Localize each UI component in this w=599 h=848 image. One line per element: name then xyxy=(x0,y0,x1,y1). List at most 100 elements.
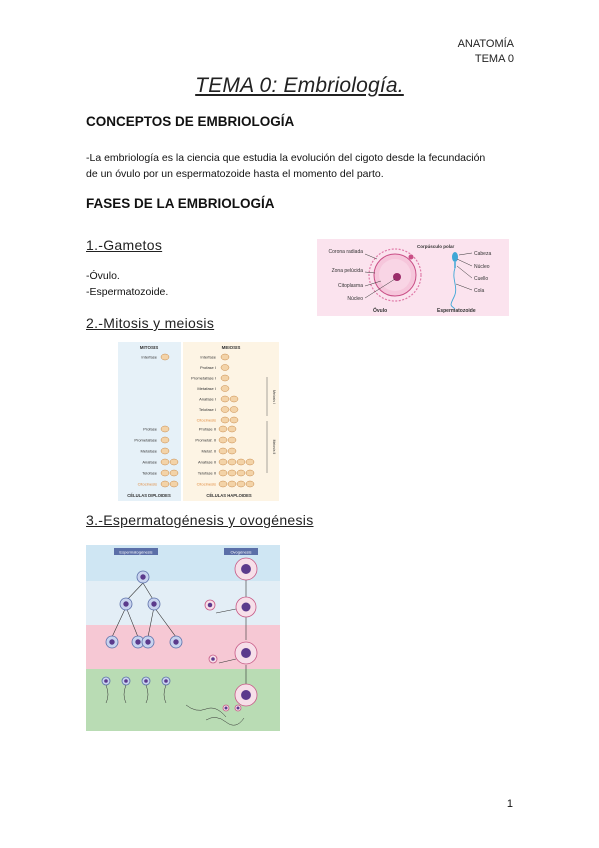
header-topic: TEMA 0 xyxy=(474,53,514,65)
paragraph-line-2: de un óvulo por un espermatozoide hasta … xyxy=(86,168,384,180)
meiosis-2-cell-3-3 xyxy=(245,458,255,466)
header-subject: ANATOMÍA xyxy=(457,38,514,50)
subheading-gametos: 1.-Gametos xyxy=(86,237,163,253)
meiosis-2-cell-0-0 xyxy=(218,425,228,433)
ovum-label-nucleo: Núcleo xyxy=(347,296,363,302)
mitosis-bottom-cell-3-1 xyxy=(169,458,179,466)
mitosis-bottom-cell-1-0 xyxy=(160,436,170,444)
mitosis-top-label-0: Interfase xyxy=(141,355,157,360)
meiosis-2-cell-5-0 xyxy=(218,480,228,488)
gamete-nucleus-7 xyxy=(104,679,108,683)
gamete-nucleus-5 xyxy=(145,639,151,645)
mitosis-bottom-label-1: Prometafase xyxy=(134,438,157,443)
meiosis-2-label-4: Telofase II xyxy=(198,471,216,476)
meiosis-1-cell-0-0 xyxy=(220,353,230,361)
mitosis-bottom-label-4: Telofase xyxy=(142,471,158,476)
gamete-nucleus-1 xyxy=(123,601,129,607)
meiosis-2-cell-4-2 xyxy=(236,469,246,477)
gamete-nucleus-13 xyxy=(241,648,251,658)
gamete-nucleus-17 xyxy=(224,706,228,710)
gamete-nucleus-6 xyxy=(173,639,179,645)
mitosis-bottom-cell-4-0 xyxy=(160,469,170,477)
paragraph-line-1: -La embriología es la ciencia que estudi… xyxy=(86,152,486,164)
meiosis-1-cell-5-0 xyxy=(220,406,230,413)
list-item-ovulo: -Óvulo. xyxy=(86,270,120,282)
gamete-nucleus-18 xyxy=(236,706,240,710)
meiosis-2-cell-3-0 xyxy=(218,458,228,466)
mitosis-bottom-cell-2-0 xyxy=(160,447,170,455)
bracket-label-meiosis-2: Meiosis II xyxy=(272,440,276,455)
meiosis-1-cell-6-0 xyxy=(220,416,230,424)
meiosis-2-cell-5-1 xyxy=(227,480,237,488)
meiosis-2-cell-4-1 xyxy=(227,469,237,477)
gamete-nucleus-4 xyxy=(135,639,141,645)
gamete-nucleus-12 xyxy=(241,602,251,612)
caption-haploides: CÉLULAS HAPLOIDES xyxy=(206,493,252,498)
list-item-espermatozoide: -Espermatozoide. xyxy=(86,286,169,298)
meiosis-1-cell-3-0 xyxy=(220,385,230,392)
sperm-label-cuello: Cuello xyxy=(474,276,488,282)
sperm-label-cabeza: Cabeza xyxy=(474,251,491,257)
caption-diploides: CÉLULAS DIPLOIDES xyxy=(127,493,171,498)
col-title-mitosis: MITOSIS xyxy=(140,345,158,350)
mitosis-bottom-cell-5-1 xyxy=(169,480,179,488)
gamete-nucleus-9 xyxy=(144,679,148,683)
mitosis-top-cell-0-0 xyxy=(160,353,170,361)
meiosis-2-label-5: Citocinesis xyxy=(197,482,216,487)
mitosis-bottom-cell-3-0 xyxy=(160,458,170,466)
lineage-lines xyxy=(111,580,247,685)
sperm-label-nucleo: Núcleo xyxy=(474,264,490,270)
meiosis-1-cell-4-1 xyxy=(229,395,239,403)
title-espermatogenesis: Espermatogénesis xyxy=(119,550,152,555)
meiosis-2-cell-5-3 xyxy=(245,480,255,488)
meiosis-2-cell-0-1 xyxy=(227,425,237,433)
gametogenesis-figure: Espermatogénesis Ovogénesis xyxy=(86,545,280,731)
meiosis-1-cell-4-0 xyxy=(220,395,230,403)
meiosis-1-cell-1-0 xyxy=(220,364,230,371)
title-ovogenesis: Ovogénesis xyxy=(230,550,251,555)
subheading-mitosis: 2.-Mitosis y meiosis xyxy=(86,315,215,331)
mitosis-bottom-cell-4-1 xyxy=(169,469,179,477)
mitosis-bottom-label-2: Metafase xyxy=(141,449,158,454)
meiosis-1-label-3: Metafase I xyxy=(197,386,216,391)
meiosis-2-cell-3-2 xyxy=(236,458,246,466)
gametes-figure: Corona radiada Zona pelúcida Citoplasma … xyxy=(317,239,509,316)
gamete-nucleus-2 xyxy=(151,601,157,607)
meiosis-2-cell-1-0 xyxy=(218,436,228,444)
bracket-label-meiosis-1: Meiosis I xyxy=(272,390,276,404)
mitosis-bottom-label-0: Profase xyxy=(143,427,158,432)
meiosis-2-label-1: Prometaf. II xyxy=(195,438,216,443)
mitosis-bottom-label-5: Citocinesis xyxy=(138,482,157,487)
ovum-label-zona: Zona pelúcida xyxy=(332,268,364,274)
caption-ovulo: Óvulo xyxy=(373,306,387,314)
section-heading-conceptos: CONCEPTOS DE EMBRIOLOGÍA xyxy=(86,114,295,129)
caption-espermatozoide: Espermatozoide xyxy=(437,308,476,314)
meiosis-1-cell-5-1 xyxy=(229,406,239,413)
meiosis-2-label-0: Profase II xyxy=(199,427,216,432)
mitosis-bottom-cell-0-0 xyxy=(160,425,170,433)
meiosis-2-cell-1-1 xyxy=(227,436,237,444)
meiosis-2-cell-4-3 xyxy=(245,469,255,477)
section-heading-fases: FASES DE LA EMBRIOLOGÍA xyxy=(86,196,275,211)
meiosis-2-cell-2-0 xyxy=(218,447,228,455)
gamete-nucleus-16 xyxy=(211,657,215,661)
meiosis-2-cell-2-1 xyxy=(227,447,237,455)
gamete-nucleus-0 xyxy=(140,574,146,580)
mitosis-meiosis-figure: MITOSIS MEIOSIS Interfase ProfasePrometa… xyxy=(117,341,280,502)
page-number: 1 xyxy=(506,798,513,810)
meiosis-2-cell-4-0 xyxy=(218,469,228,477)
meiosis-2-cell-5-2 xyxy=(236,480,246,488)
meiosis-2-label-3: Anafase II xyxy=(198,460,216,465)
meiosis-1-label-4: Anafase I xyxy=(199,397,216,402)
gamete-nucleus-8 xyxy=(124,679,128,683)
gamete-nucleus-11 xyxy=(241,564,251,574)
ovum-label-corpusculo: Corpúsculo polar xyxy=(417,244,455,249)
sperm-tails xyxy=(105,684,245,726)
meiosis-2-label-2: Metaf. II xyxy=(202,449,216,454)
ovum-label-corona: Corona radiada xyxy=(329,249,364,255)
page-title: TEMA 0: Embriología. xyxy=(195,74,404,97)
gamete-nucleus-3 xyxy=(109,639,115,645)
meiosis-1-label-2: Prometafase I xyxy=(191,376,216,381)
sperm-label-cola: Cola xyxy=(474,288,485,294)
subheading-gametogenesis: 3.-Espermatogénesis y ovogénesis xyxy=(86,512,314,528)
